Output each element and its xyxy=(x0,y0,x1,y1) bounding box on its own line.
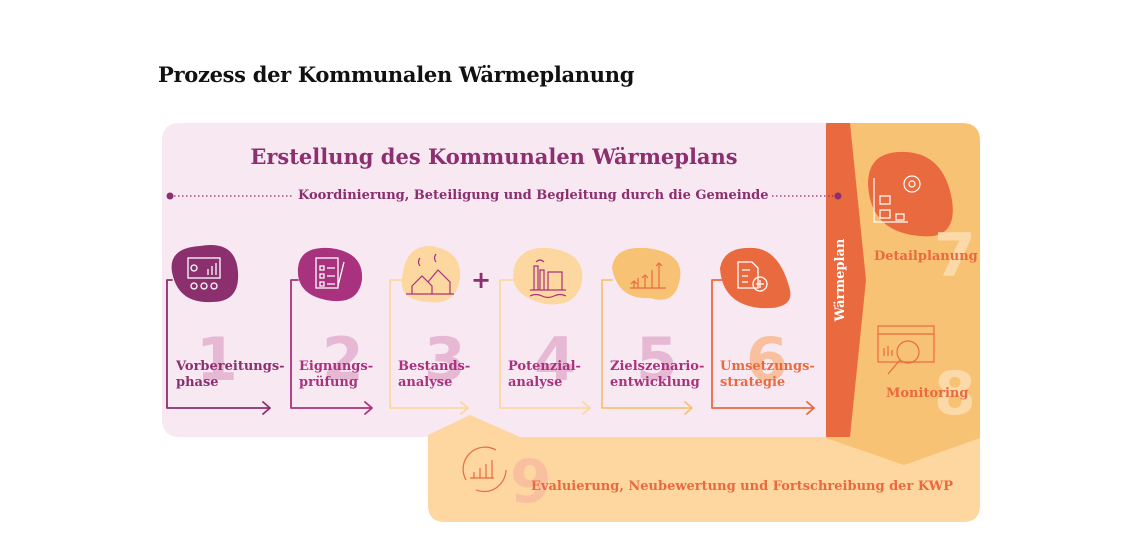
step-number-6: 6 xyxy=(746,325,788,395)
step-label-9: Evaluierung, Neubewertung und Fortschrei… xyxy=(531,479,954,494)
step-label-3: Bestands-analyse xyxy=(398,359,471,390)
step-number-8: 8 xyxy=(934,359,976,429)
step-label-5: Zielszenario-entwicklung xyxy=(610,359,705,390)
step-label-4: Potenzial-analyse xyxy=(508,359,581,390)
blueprint-gear-icon xyxy=(873,175,921,223)
document-plus-icon xyxy=(737,261,768,292)
step-label-6: Umsetzungs-strategie xyxy=(720,359,815,390)
line-end-dot xyxy=(834,192,842,200)
waermeplan-label: Wärmeplan xyxy=(833,238,848,322)
step-label-2: Eignungs-prüfung xyxy=(299,359,374,390)
blob-3 xyxy=(401,246,461,303)
blob-7 xyxy=(868,151,953,237)
step-number-3: 3 xyxy=(424,325,466,395)
step-label-8: Monitoring xyxy=(886,386,969,401)
cycle-growth-icon xyxy=(462,446,507,493)
blob-2 xyxy=(297,247,363,302)
plus-sign: + xyxy=(471,266,491,294)
factory-icon xyxy=(529,259,567,299)
step-number-2: 2 xyxy=(322,325,364,395)
coordination-label: Koordinierung, Beteiligung und Begleitun… xyxy=(296,188,771,204)
step-number-1: 1 xyxy=(196,325,238,395)
checklist-icon xyxy=(315,257,345,289)
main-panel-heading: Erstellung des Kommunalen Wärmeplans xyxy=(250,144,738,169)
blob-5 xyxy=(612,247,681,300)
step-number-5: 5 xyxy=(636,325,678,395)
step-label-7: Detailplanung xyxy=(874,249,978,264)
houses-icon xyxy=(406,253,454,295)
monitor-magnifier-icon xyxy=(877,325,935,375)
waermeplan-banner xyxy=(826,123,866,437)
step-label-1: Vorbereitungs-phase xyxy=(176,359,285,390)
line-start-dot xyxy=(166,192,174,200)
step-number-9: 9 xyxy=(510,447,552,517)
growth-arrows-icon xyxy=(630,262,666,289)
step-number-7: 7 xyxy=(934,221,976,291)
step-number-4: 4 xyxy=(534,325,576,395)
page-title: Prozess der Kommunalen Wärmeplanung xyxy=(158,62,635,87)
presentation-icon xyxy=(187,257,221,290)
